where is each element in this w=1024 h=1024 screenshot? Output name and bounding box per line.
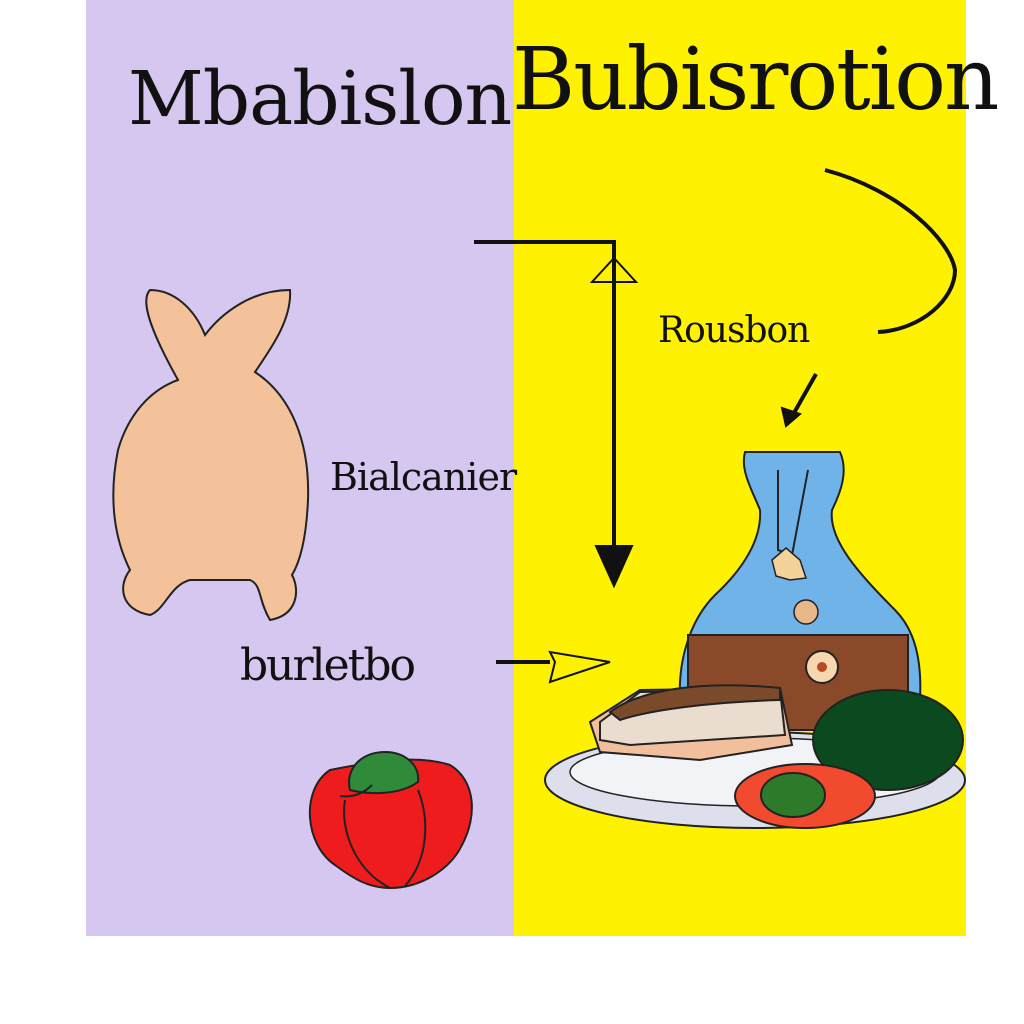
label-bottom-left: burletbo <box>240 640 416 691</box>
title-left: Mbabislon <box>128 56 512 142</box>
tomato-slice-icon <box>734 763 876 829</box>
rabbit-icon <box>112 288 310 622</box>
arrowhead-short <box>780 406 802 428</box>
arrowhead-right <box>548 650 611 684</box>
curved-arrow <box>824 168 958 334</box>
bell-pepper-icon <box>309 750 473 890</box>
arrowhead-up <box>589 256 639 283</box>
title-right: Bubisrotion <box>512 30 999 130</box>
bread-icon <box>588 684 794 762</box>
arrowheads <box>548 256 802 684</box>
top-connector-line <box>474 240 616 560</box>
label-top-right: Rousbon <box>658 310 810 351</box>
avocado-icon <box>812 689 964 791</box>
arrowhead-down <box>594 545 634 589</box>
label-middle: Bialcanier <box>330 455 517 499</box>
